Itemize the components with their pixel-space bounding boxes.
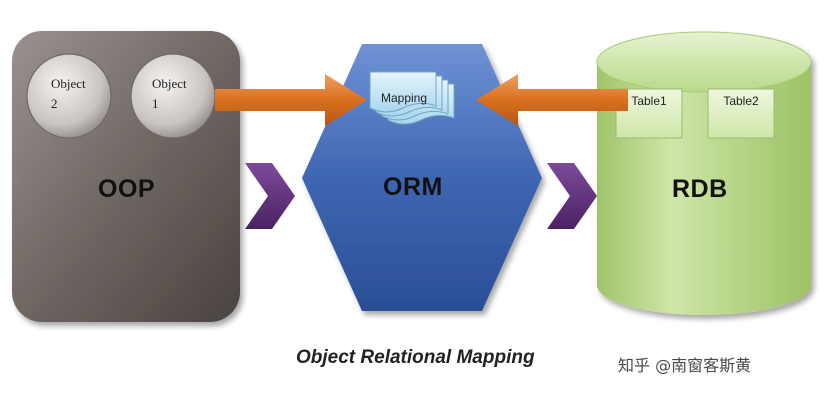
arrow-right-icon bbox=[215, 74, 367, 126]
orm-hexagon bbox=[302, 44, 542, 311]
table2-card bbox=[707, 88, 775, 139]
object-2-line1: Object bbox=[51, 76, 86, 91]
table2-label: Table2 bbox=[723, 94, 759, 108]
object-1-line1: Object bbox=[152, 76, 187, 91]
watermark: 知乎 @南窗客斯黄 bbox=[618, 356, 752, 375]
chevron-orm-to-rdb-icon bbox=[547, 163, 597, 229]
object-2-label: Object 2 bbox=[51, 74, 111, 114]
orm-label: ORM bbox=[383, 173, 443, 201]
arrow-left-icon bbox=[476, 74, 628, 126]
mapping-label: Mapping bbox=[380, 91, 428, 105]
diagram-caption: Object Relational Mapping bbox=[296, 347, 535, 368]
object-1-label: Object 1 bbox=[152, 74, 212, 114]
rdb-cylinder bbox=[596, 31, 812, 315]
chevron-oop-to-orm-icon bbox=[245, 163, 295, 229]
table1-label: Table1 bbox=[631, 94, 667, 108]
object-2-circle bbox=[26, 53, 112, 139]
object-1-line2: 1 bbox=[152, 96, 159, 111]
mapping-documents-icon bbox=[369, 71, 455, 125]
table1-card bbox=[615, 88, 683, 139]
rdb-label: RDB bbox=[672, 175, 728, 203]
object-2-line2: 2 bbox=[51, 96, 58, 111]
oop-label: OOP bbox=[98, 175, 156, 203]
